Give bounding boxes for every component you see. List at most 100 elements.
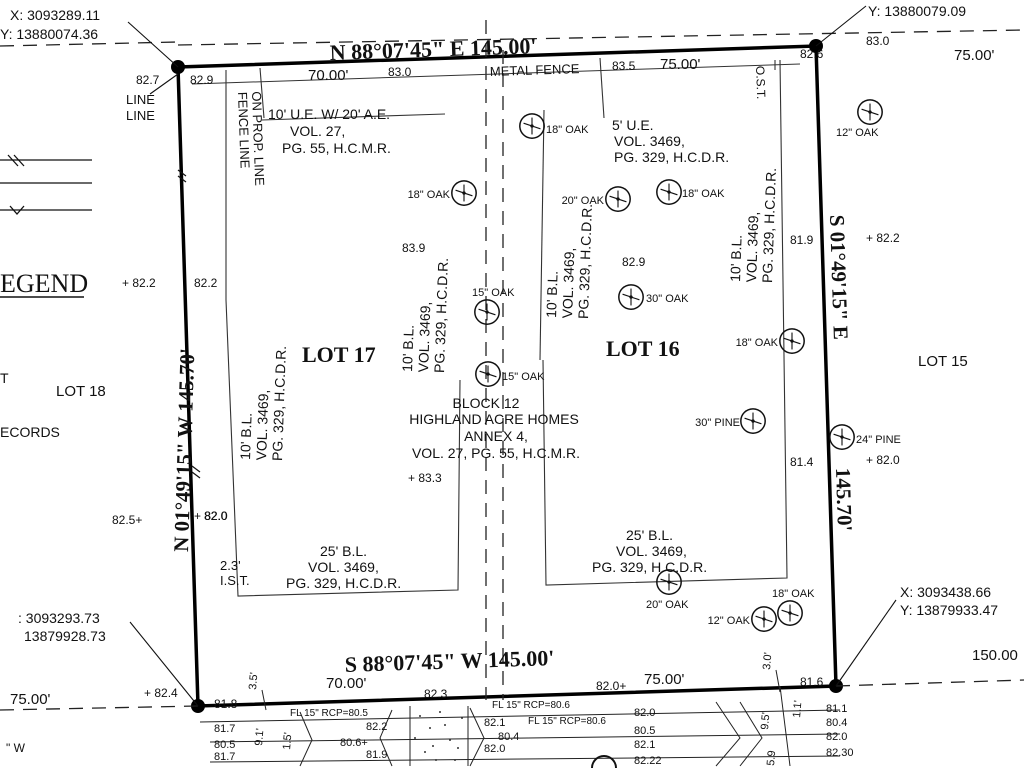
svg-text:70.00': 70.00' [308,67,349,84]
svg-text:10' U.E. W/ 20' A.E.: 10' U.E. W/ 20' A.E. [268,106,390,122]
svg-text:BLOCK 12: BLOCK 12 [453,395,520,411]
street-elevation: 80.5 [634,725,655,737]
street-elevation: 81.1 [826,703,847,715]
fence-line-label: FENCE LINE ON PROP. LINE [235,91,267,186]
boundary-ticks [177,169,201,479]
svg-text:150.00: 150.00 [972,647,1018,664]
tree-icon [857,99,883,125]
svg-text:PG. 329, H.C.D.R.: PG. 329, H.C.D.R. [286,575,401,591]
tree-label: 20" OAK [562,195,605,207]
tree-icon [656,179,682,205]
svg-text:70.00': 70.00' [326,675,367,692]
tree-label: 18" OAK [736,337,779,349]
svg-text:FENCE LINE: FENCE LINE [235,92,253,169]
svg-text:75.00': 75.00' [954,47,995,64]
tree-icon [474,299,500,325]
line-line-label: LINE LINE [126,92,155,123]
svg-text:VOL. 3469,: VOL. 3469, [559,247,577,318]
svg-text:10' B.L.: 10' B.L. [543,271,561,319]
dimension-labels: 70.00' 75.00' 70.00' 75.00' 75.00' 75.00… [6,47,1018,755]
svg-text:" W: " W [6,741,26,755]
spot-elevation: + 83.3 [408,471,442,485]
trees: 18" OAK 12" OAK 18" OAK 20" OAK 18" OAK 15" O… [408,99,901,632]
spot-elevation: 83.9 [402,241,426,255]
spot-elevation: 82.0 [204,509,228,523]
svg-text:PG. 329, H.C.D.R.: PG. 329, H.C.D.R. [592,559,707,575]
ost-label: O.S.T. [753,66,768,100]
svg-text:5.9: 5.9 [765,750,778,766]
spot-elevation: 83.0 [388,65,412,79]
tree-label: 15" OAK [502,371,545,383]
coord-sw-y: 13879928.73 [24,628,106,644]
svg-text:LINE: LINE [126,108,155,123]
street-elevation: 82.22 [634,755,662,767]
svg-text:PG. 329, H.C.D.R.: PG. 329, H.C.D.R. [431,258,451,374]
svg-text:25' B.L.: 25' B.L. [320,543,367,559]
svg-text:HIGHLAND ACRE HOMES: HIGHLAND ACRE HOMES [409,411,579,427]
lot-18-label: LOT 18 [56,383,106,400]
block-label: BLOCK 12 HIGHLAND ACRE HOMES ANNEX 4, VO… [409,395,580,461]
tree-label: 12" OAK [708,615,751,627]
svg-text:75.00': 75.00' [644,671,685,688]
building-line-10-mid-left: 10' B.L. VOL. 3469, PG. 329, H.C.D.R. [399,258,451,374]
svg-text:VOL. 3469,: VOL. 3469, [616,543,687,559]
svg-text:VOL. 3469,: VOL. 3469, [415,301,433,372]
svg-text:5' U.E.: 5' U.E. [612,117,654,133]
utility-easement-a: 10' U.E. W/ 20' A.E. VOL. 27, PG. 55, H.… [268,106,391,156]
tree-icon [475,361,501,387]
spot-elevation: 81.8 [214,697,238,711]
metal-fence-label: METAL FENCE [490,61,580,79]
spot-elevation: 83.0 [866,34,890,48]
lot-15-label: LOT 15 [918,353,968,370]
spot-elevation: 83.5 [612,59,636,73]
spot-elevation: + 82.2 [866,231,900,245]
svg-text:VOL. 27, PG. 55, H.C.M.R.: VOL. 27, PG. 55, H.C.M.R. [412,445,580,461]
building-line-25-right: 25' B.L. VOL. 3469, PG. 329, H.C.D.R. [592,527,707,575]
street-stipple [414,711,463,761]
svg-text:2.3': 2.3' [220,558,241,573]
svg-text:PG. 329, H.C.D.R.: PG. 329, H.C.D.R. [759,168,779,284]
svg-text:75.00': 75.00' [660,56,701,73]
building-line-10-east: 10' B.L. VOL. 3469, PG. 329, H.C.D.R. [727,168,779,284]
adjoining-lines [0,20,1024,711]
spot-elevation: 81.9 [790,233,814,247]
street-elevation: 80.5 [214,739,235,751]
street-elevation: 81.7 [214,723,235,735]
street-elevations: 81.780.581.780.6+82.281.982.180.482.082.… [214,703,854,767]
svg-text:3.5': 3.5' [247,672,260,690]
svg-text:ON PROP. LINE: ON PROP. LINE [249,91,267,186]
spot-elevation: 82.9 [190,73,214,87]
spot-elevation: 82.0+ [596,679,626,693]
tree-label: 30" OAK [646,293,689,305]
tree-icon [605,186,631,212]
svg-text:VOL. 3469,: VOL. 3469, [743,211,761,282]
tree-label: 18" OAK [682,188,725,200]
svg-text:PG. 329, H.C.D.R.: PG. 329, H.C.D.R. [614,149,729,165]
coord-se-x: X: 3093438.66 [900,584,991,600]
coord-ne-y: Y: 13880079.09 [868,3,966,19]
tree-label: 18" OAK [772,588,815,600]
drain-label-right: FL 15" RCP=80.6 [492,700,570,711]
spot-elevation: + 82.0 [866,453,900,467]
building-line-25-left: 25' B.L. VOL. 3469, PG. 329, H.C.D.R. [286,543,401,591]
street-elevation: 80.4 [498,731,519,743]
legend-t: T [0,370,9,386]
leader-lines [127,5,897,707]
svg-text:25' B.L.: 25' B.L. [626,527,673,543]
svg-text:10' B.L.: 10' B.L. [727,235,745,283]
tree-label: 30" PINE [695,417,740,429]
svg-text:10' B.L.: 10' B.L. [237,413,255,461]
street-elevation: 82.1 [484,717,505,729]
lot-16-label: LOT 16 [606,336,680,361]
coord-se-y: Y: 13879933.47 [900,602,998,618]
legend-records: ECORDS [0,424,60,440]
svg-text:1.5': 1.5' [281,732,294,750]
svg-text:3.0': 3.0' [761,652,774,670]
spot-elevation: 81.6 [800,675,824,689]
svg-text:9.1': 9.1' [253,728,266,746]
building-line-10-mid-right: 10' B.L. VOL. 3469, PG. 329, H.C.D.R. [543,204,595,320]
utility-easement-b: 5' U.E. VOL. 3469, PG. 329, H.C.D.R. [612,117,729,165]
tree-icon [829,424,855,450]
spot-elevation: + 82.2 [122,276,156,290]
